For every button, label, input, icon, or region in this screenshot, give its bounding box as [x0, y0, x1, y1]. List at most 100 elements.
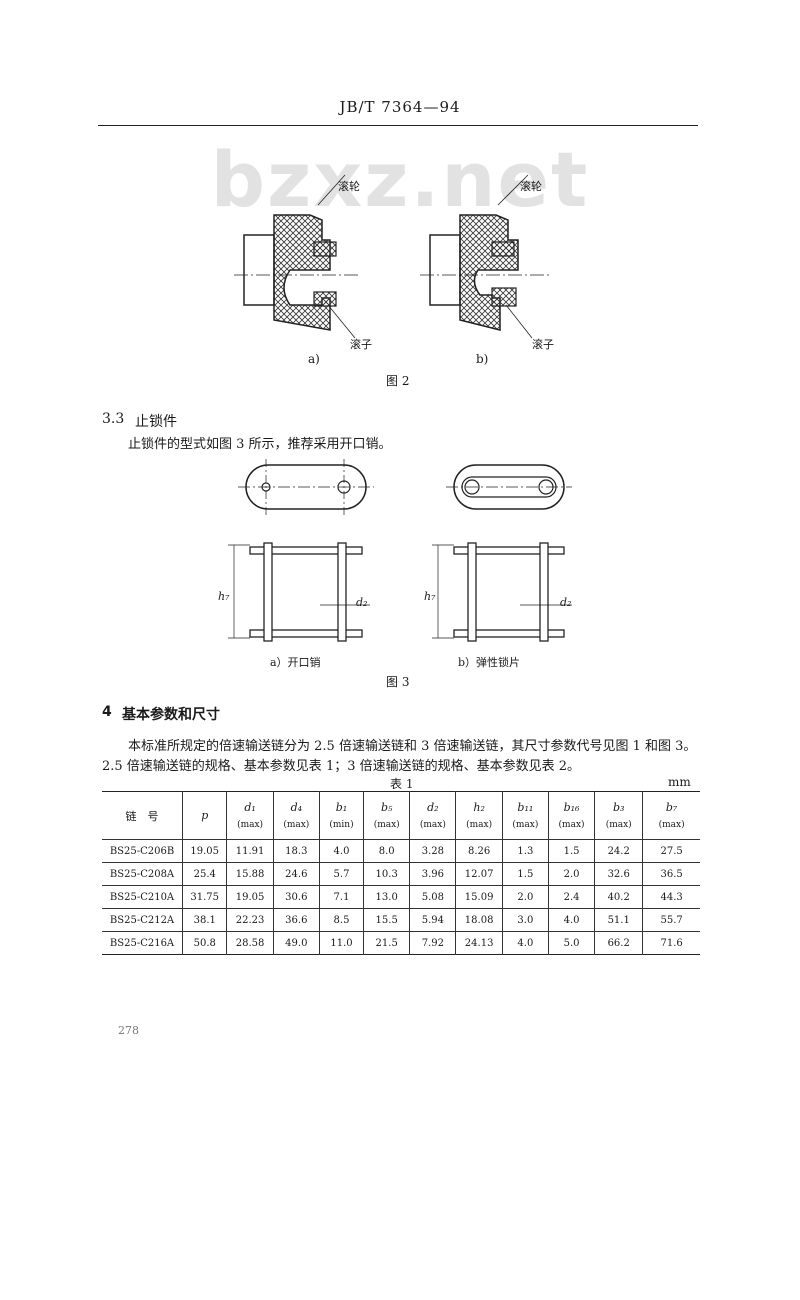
- roller-assembly-a: [234, 174, 360, 339]
- table-cell: 2.4: [547, 885, 595, 909]
- chain-number-cell: BS25-C208A: [102, 862, 183, 886]
- table-header-cell: b₁₁ (max): [501, 791, 549, 840]
- table-cell: 50.8: [182, 931, 227, 955]
- table-cell: 8.5: [318, 908, 364, 932]
- table-header-cell: d₄ (max): [272, 791, 320, 840]
- table-cell: 19.05: [182, 839, 227, 863]
- column-symbol: d₁: [244, 801, 256, 814]
- figure-3-caption: 图 3: [386, 675, 410, 689]
- table-cell: 49.0: [272, 931, 320, 955]
- table-cell: 4.0: [547, 908, 595, 932]
- table-cell: 55.7: [642, 908, 700, 932]
- label-roller-wheel-a: 滚轮: [338, 180, 360, 193]
- chain-number-cell: BS25-C212A: [102, 908, 183, 932]
- table-cell: 32.6: [594, 862, 643, 886]
- table-cell: 8.26: [455, 839, 503, 863]
- column-unit: (max): [605, 820, 632, 830]
- chain-number-cell: BS25-C206B: [109, 845, 175, 857]
- header-rule: [98, 125, 698, 126]
- table-cell: 24.13: [455, 931, 503, 955]
- table-cell: 13.0: [363, 885, 410, 909]
- table-cell: 8.0: [363, 839, 410, 863]
- dim-h7-b: h₇: [424, 590, 436, 603]
- figure-3-drawing: [228, 459, 572, 642]
- table-header-cell: 链 号: [102, 791, 183, 840]
- label-roller-a: 滚子: [350, 338, 372, 351]
- table-cell: 1.5: [501, 862, 549, 886]
- table-cell: 11.91: [226, 839, 274, 863]
- column-unit: (min): [329, 820, 354, 830]
- column-symbol: h₂: [473, 801, 485, 814]
- column-symbol: b₇: [665, 801, 678, 814]
- column-symbol: d₄: [290, 801, 303, 814]
- table-cell: 5.08: [409, 885, 456, 909]
- table-cell: 4.0: [501, 931, 549, 955]
- table-cell: 27.5: [642, 839, 700, 863]
- column-symbol: p: [201, 809, 209, 822]
- table-cell: 3.28: [409, 839, 456, 863]
- table-1-unit: mm: [668, 775, 691, 789]
- table-cell: 4.0: [318, 839, 364, 863]
- table-cell: 7.1: [318, 885, 364, 909]
- table-cell: 15.5: [363, 908, 410, 932]
- table-cell: 25.4: [182, 862, 227, 886]
- figure-2-sub-a: a): [308, 352, 320, 366]
- table-cell: 2.0: [501, 885, 549, 909]
- watermark: bzxz.net: [210, 135, 590, 224]
- table-cell: 2.0: [547, 862, 595, 886]
- section-4-number: 4: [102, 704, 112, 720]
- spring-clip-plate-top-view: [446, 464, 572, 510]
- table-header-cell: b₃ (max): [594, 791, 643, 840]
- table-cell: 3.96: [409, 862, 456, 886]
- column-unit: (max): [419, 820, 446, 830]
- column-unit: (max): [512, 820, 539, 830]
- table-cell: 22.23: [226, 908, 274, 932]
- table-cell: 5.94: [409, 908, 456, 932]
- section-3-3-title: 止锁件: [135, 414, 177, 430]
- column-unit: (max): [237, 820, 264, 830]
- table-cell: 10.3: [363, 862, 410, 886]
- column-unit: (max): [283, 820, 310, 830]
- table-cell: 21.5: [363, 931, 410, 955]
- table-cell: 1.5: [547, 839, 595, 863]
- figure-3-sub-b: b）弹性锁片: [458, 656, 521, 669]
- table-cell: 1.3: [501, 839, 549, 863]
- label-roller-wheel-b: 滚轮: [520, 180, 542, 193]
- table-header-cell: b₁₆(max): [547, 791, 595, 840]
- chain-number-cell: BS25-C210A: [102, 885, 183, 909]
- table-cell: 71.6: [642, 931, 700, 955]
- column-symbol: d₂: [427, 801, 439, 814]
- dim-d2-b: d₂: [560, 596, 572, 609]
- label-roller-b: 滚子: [532, 338, 554, 351]
- table-cell: 15.88: [226, 862, 274, 886]
- table-cell: 31.75: [182, 885, 227, 909]
- table-cell: 66.2: [594, 931, 643, 955]
- table-cell: 15.09: [455, 885, 503, 909]
- table-header-cell: b₅(max): [363, 791, 410, 840]
- table-cell: 30.6: [272, 885, 320, 909]
- figure-2-sub-b: b): [476, 352, 489, 366]
- figure-2-caption: 图 2: [386, 374, 410, 388]
- section-4-para-1: 本标准所规定的倍速输送链分为 2.5 倍速输送链和 3 倍速输送链，其尺寸参数代…: [128, 739, 697, 754]
- column-unit: (max): [658, 820, 685, 830]
- section-4-title: 基本参数和尺寸: [122, 707, 220, 723]
- cotter-pin-side-view: [228, 542, 370, 642]
- table-cell: 11.0: [318, 931, 364, 955]
- column-symbol: b₁₁: [517, 801, 534, 814]
- table-cell: 38.1: [182, 908, 227, 932]
- table-header-cell: p: [182, 791, 227, 840]
- table-cell: 5.0: [547, 931, 595, 955]
- table-1-caption: 表 1: [390, 777, 414, 791]
- table-header-cell: d₁ (max): [226, 791, 274, 840]
- spring-clip-side-view: [432, 542, 572, 642]
- table-cell: 19.05: [226, 885, 274, 909]
- table-cell: 3.0: [501, 908, 549, 932]
- column-symbol: b₃: [612, 801, 625, 814]
